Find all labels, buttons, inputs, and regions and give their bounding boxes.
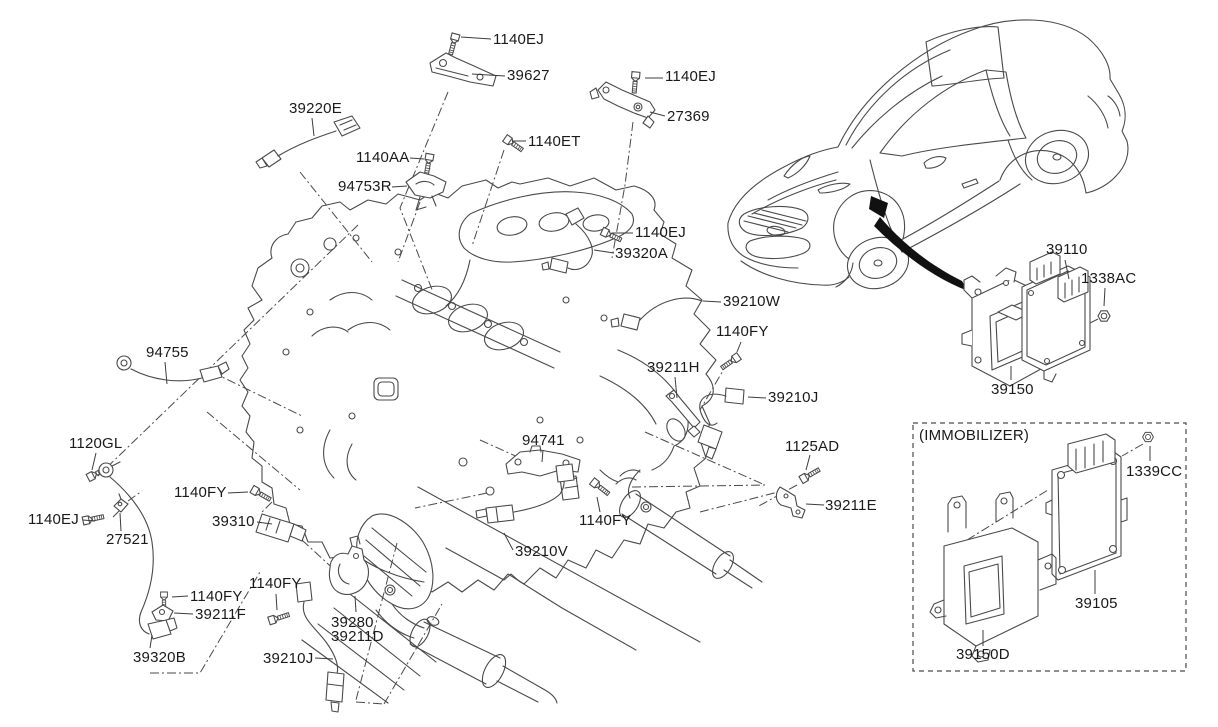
part-label-94755[interactable]: 94755: [146, 344, 189, 361]
bolt-1140ej-b: [629, 71, 641, 94]
part-label-39320a[interactable]: 39320A: [615, 245, 668, 262]
part-label-1140fy-d[interactable]: 1140FY: [190, 588, 243, 605]
part-label-1338ac[interactable]: 1338AC: [1081, 270, 1137, 287]
part-label-1140fy-b[interactable]: 1140FY: [174, 484, 227, 501]
part-label-39110[interactable]: 39110: [1046, 241, 1088, 258]
location-arrow: [869, 196, 968, 291]
sensor-39210j-b: [295, 581, 345, 713]
bolt-1140aa: [421, 152, 435, 176]
part-label-39210v[interactable]: 39210V: [515, 543, 568, 560]
part-label-27521[interactable]: 27521: [106, 531, 149, 548]
cable-94755: [116, 355, 230, 383]
sensor-39320a: [541, 207, 593, 274]
part-label-39105[interactable]: 39105: [1075, 595, 1118, 612]
ecu-39105-drawing: [1045, 433, 1128, 581]
part-label-39211f[interactable]: 39211F: [195, 606, 246, 623]
part-label-39210j-a[interactable]: 39210J: [768, 389, 819, 406]
bolt-1140ej-d: [81, 512, 105, 526]
part-label-1140ej-b[interactable]: 1140EJ: [665, 68, 716, 85]
part-label-39211e[interactable]: 39211E: [825, 497, 877, 514]
part-label-1140fy-a[interactable]: 1140FY: [716, 323, 769, 340]
part-label-1140ej-a[interactable]: 1140EJ: [493, 31, 544, 48]
sensor-39210v: [475, 463, 575, 524]
small-parts: [81, 32, 1154, 713]
part-label-1140aa[interactable]: 1140AA: [356, 149, 410, 166]
clip-39211f: [151, 604, 174, 622]
nut-1339cc: [1142, 431, 1154, 443]
bracket-39280-39211d: [328, 535, 370, 595]
part-label-39320b[interactable]: 39320B: [133, 649, 186, 666]
part-label-1125ad[interactable]: 1125AD: [785, 438, 840, 455]
part-label-39210j-b[interactable]: 39210J: [263, 650, 314, 667]
bolt-1140fy-a: [718, 352, 742, 372]
bolt-1140et: [502, 134, 526, 154]
cable-39220e: [255, 115, 361, 169]
bolt-1140fy-e: [267, 610, 291, 626]
clip-27521: [113, 493, 129, 513]
sensor-39210w: [610, 297, 703, 331]
cable-39320b: [98, 461, 178, 640]
part-label-39310[interactable]: 39310: [212, 513, 255, 530]
part-label-1140ej-d[interactable]: 1140EJ: [28, 511, 79, 528]
part-label-1140et[interactable]: 1140ET: [528, 133, 581, 150]
bracket-39211h: [665, 389, 701, 438]
bolt-1140fy-b: [249, 484, 273, 504]
part-label-39280[interactable]: 39280: [331, 614, 374, 631]
ecu-39110-drawing: [1021, 251, 1091, 383]
part-label-39150[interactable]: 39150: [991, 381, 1034, 398]
leader-lines: [82, 36, 1151, 660]
part-label-1120gl[interactable]: 1120GL: [69, 435, 123, 452]
nut-1338ac: [1097, 310, 1111, 322]
bracket-27369: [589, 81, 656, 129]
engine-illustration: [239, 177, 763, 704]
immobilizer-box: [912, 422, 1187, 672]
part-label-39210w[interactable]: 39210W: [723, 293, 781, 310]
bolt-1140ej-a: [446, 32, 461, 56]
sensor-39310: [255, 513, 307, 543]
part-label-27369[interactable]: 27369: [667, 108, 710, 125]
part-label-1140fy-e[interactable]: 1140FY: [249, 575, 302, 592]
immobilizer-caption: (IMMOBILIZER): [919, 427, 1030, 444]
part-label-39627[interactable]: 39627: [507, 67, 550, 84]
bracket-39627: [429, 52, 497, 87]
part-label-39211h[interactable]: 39211H: [647, 359, 700, 376]
part-label-1339cc[interactable]: 1339CC: [1126, 463, 1183, 480]
part-label-39211d[interactable]: 39211D: [331, 628, 384, 645]
part-label-1140ej-c[interactable]: 1140EJ: [635, 224, 686, 241]
part-label-39220e[interactable]: 39220E: [289, 100, 342, 117]
part-label-1140fy-c[interactable]: 1140FY: [579, 512, 632, 529]
ecu-39110-assembly: [961, 251, 1091, 387]
part-label-39150d[interactable]: 39150D: [956, 646, 1010, 663]
bolt-1125ad: [798, 465, 822, 485]
bracket-94753r: [405, 171, 447, 211]
bracket-39211e: [775, 486, 806, 519]
part-label-94753r[interactable]: 94753R: [338, 178, 392, 195]
part-label-94741[interactable]: 94741: [522, 432, 565, 449]
bracket-39150d-drawing: [929, 491, 1057, 663]
sensor-39210j-a: [697, 387, 745, 460]
